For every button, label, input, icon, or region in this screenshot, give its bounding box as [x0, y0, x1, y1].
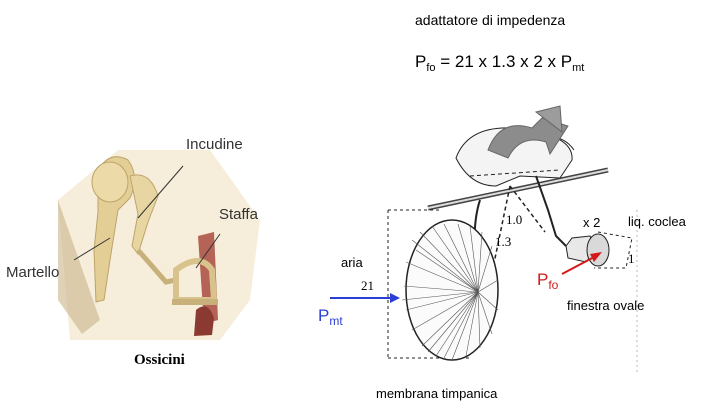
pmt-arrow-head	[390, 293, 400, 303]
pfo-subscript: fo	[548, 278, 559, 292]
ossicles-image	[58, 150, 260, 340]
impedance-formula: Pfo = 21 x 1.3 x 2 x Pmt	[415, 52, 585, 74]
finestra-ovale-label: finestra ovale	[567, 298, 645, 313]
pfo-arrow-head	[590, 252, 602, 262]
pfo-p: P	[537, 270, 549, 289]
lever-1-0-label: 1.0	[506, 212, 523, 227]
lever-1-3-label: 1.3	[495, 234, 512, 249]
diagram-title: adattatore di impedenza	[415, 12, 566, 28]
martello-label: Martello	[6, 264, 60, 281]
formula-middle: = 21 x 1.3 x 2 x P	[440, 52, 573, 71]
pmt-label: Pmt	[318, 306, 343, 328]
middle-ear-lever-diagram	[387, 127, 638, 372]
pfo-label: Pfo	[537, 270, 559, 292]
formula-fo-subscript: fo	[426, 62, 436, 74]
liq-coclea-label: liq. coclea	[628, 214, 686, 229]
ratio-21-label: 21	[361, 278, 374, 293]
pmt-p: P	[318, 306, 330, 325]
ossicini-caption: Ossicini	[134, 352, 185, 368]
formula-mt-subscript: mt	[572, 62, 585, 74]
pfo-arrow	[561, 255, 597, 275]
formula-p: P	[415, 52, 427, 71]
one-label: 1	[628, 251, 635, 266]
x2-label: x 2	[583, 215, 601, 230]
rotation-arrow	[487, 117, 569, 159]
rotation-arrow-head	[534, 105, 563, 134]
membrana-timpanica-label: membrana timpanica	[376, 386, 498, 401]
incudine-label: Incudine	[186, 136, 243, 153]
aria-label: aria	[341, 255, 363, 270]
staffa-label: Staffa	[219, 206, 258, 223]
pmt-subscript: mt	[329, 314, 343, 328]
